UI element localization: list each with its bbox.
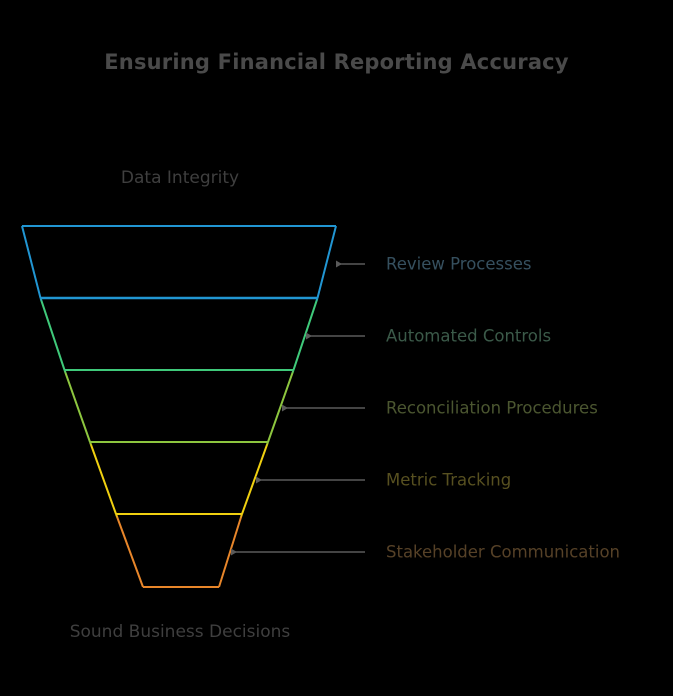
- funnel-stage-label-2: Automated Controls: [386, 326, 552, 346]
- funnel-stage-label-5: Stakeholder Communication: [386, 542, 621, 562]
- funnel-stage-label-4: Metric Tracking: [386, 470, 512, 490]
- funnel-bottom-label: Sound Business Decisions: [69, 622, 291, 642]
- funnel-outline: [21, 225, 337, 588]
- funnel-top-label: Data Integrity: [120, 168, 240, 188]
- funnel-dividers: [22, 225, 336, 588]
- funnel-stage-label-1: Review Processes: [386, 254, 532, 274]
- page-title: Ensuring Financial Reporting Accuracy: [104, 50, 569, 74]
- funnel-stage-label-3: Reconciliation Procedures: [386, 398, 598, 418]
- funnel-connectors: [231, 260, 365, 556]
